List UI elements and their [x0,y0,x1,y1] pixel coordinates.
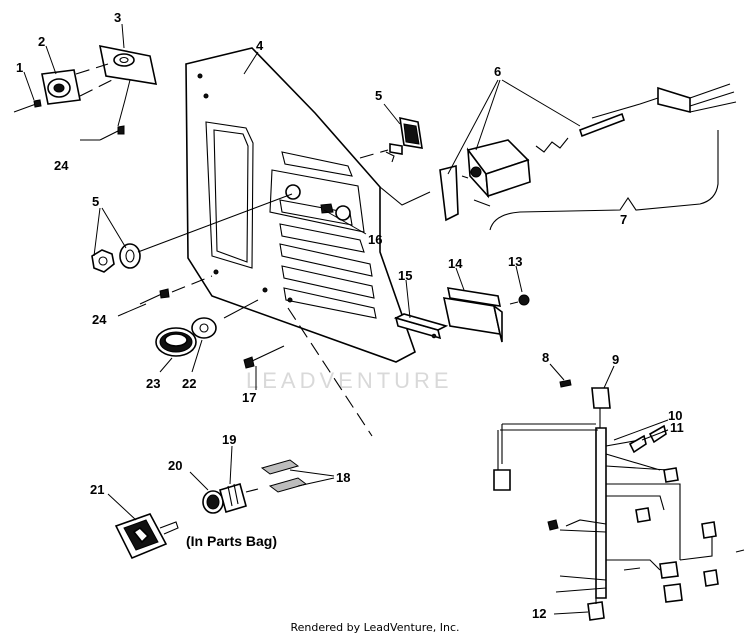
callout-17: 17 [242,390,256,405]
callout-1: 1 [16,60,23,75]
screw-part-17 [243,307,373,437]
nut-part-13 [509,294,530,306]
callout-7: 7 [620,212,627,227]
callout-5-left: 5 [92,194,99,209]
terminals-part-11 [628,424,667,454]
callout-16: 16 [368,232,382,247]
callout-9: 9 [612,352,619,367]
ignition-key-part-21 [114,513,179,560]
choke-assembly-part-7 [439,83,737,231]
callout-21: 21 [90,482,104,497]
callout-11: 11 [670,420,684,435]
ignition-switch-part-20 [202,482,259,514]
callout-13: 13 [508,254,522,269]
callout-18: 18 [336,470,350,485]
plate-part-15 [393,313,449,340]
terminal-part-8 [559,379,572,388]
wiring-harness-part-10 [493,423,745,603]
ring-nut-part-23 [155,327,197,357]
callout-4: 4 [256,38,264,53]
footer-credit: Rendered by LeadVenture, Inc. [290,621,460,634]
callout-22: 22 [182,376,196,391]
callout-2: 2 [38,34,45,49]
callout-12: 12 [532,606,546,621]
callout-8: 8 [542,350,549,365]
callout-10: 10 [668,408,682,423]
callout-14: 14 [448,256,463,271]
screw-part-24-lower [139,275,213,305]
watermark-text: LEADVENTURE [246,368,453,393]
nut-washer-part-5-left [91,193,293,273]
callout-24-lower: 24 [92,312,107,327]
callout-15: 15 [398,268,412,283]
receptacle-assembly-parts-1-2-3 [13,44,158,141]
decals-part-18 [260,459,308,493]
callout-3: 3 [114,10,121,25]
callout-23: 23 [146,376,160,391]
callout-labels: 1 2 3 4 5 5 6 7 8 9 10 11 12 13 14 15 16… [16,10,684,621]
dash-panel-part-4 [185,47,431,363]
callout-24-top: 24 [54,158,69,173]
toggle-switch-part-5-top [359,116,423,163]
callout-19: 19 [222,432,236,447]
callout-20: 20 [168,458,182,473]
lock-washer-part-22 [191,299,259,339]
connector-part-9 [591,387,611,428]
parts-bag-note: (In Parts Bag) [186,533,277,549]
ground-wire-part-12 [587,598,605,621]
callout-5-top: 5 [375,88,382,103]
callout-6: 6 [494,64,501,79]
leader-lines [23,23,669,615]
bracket-part-14 [442,287,503,343]
